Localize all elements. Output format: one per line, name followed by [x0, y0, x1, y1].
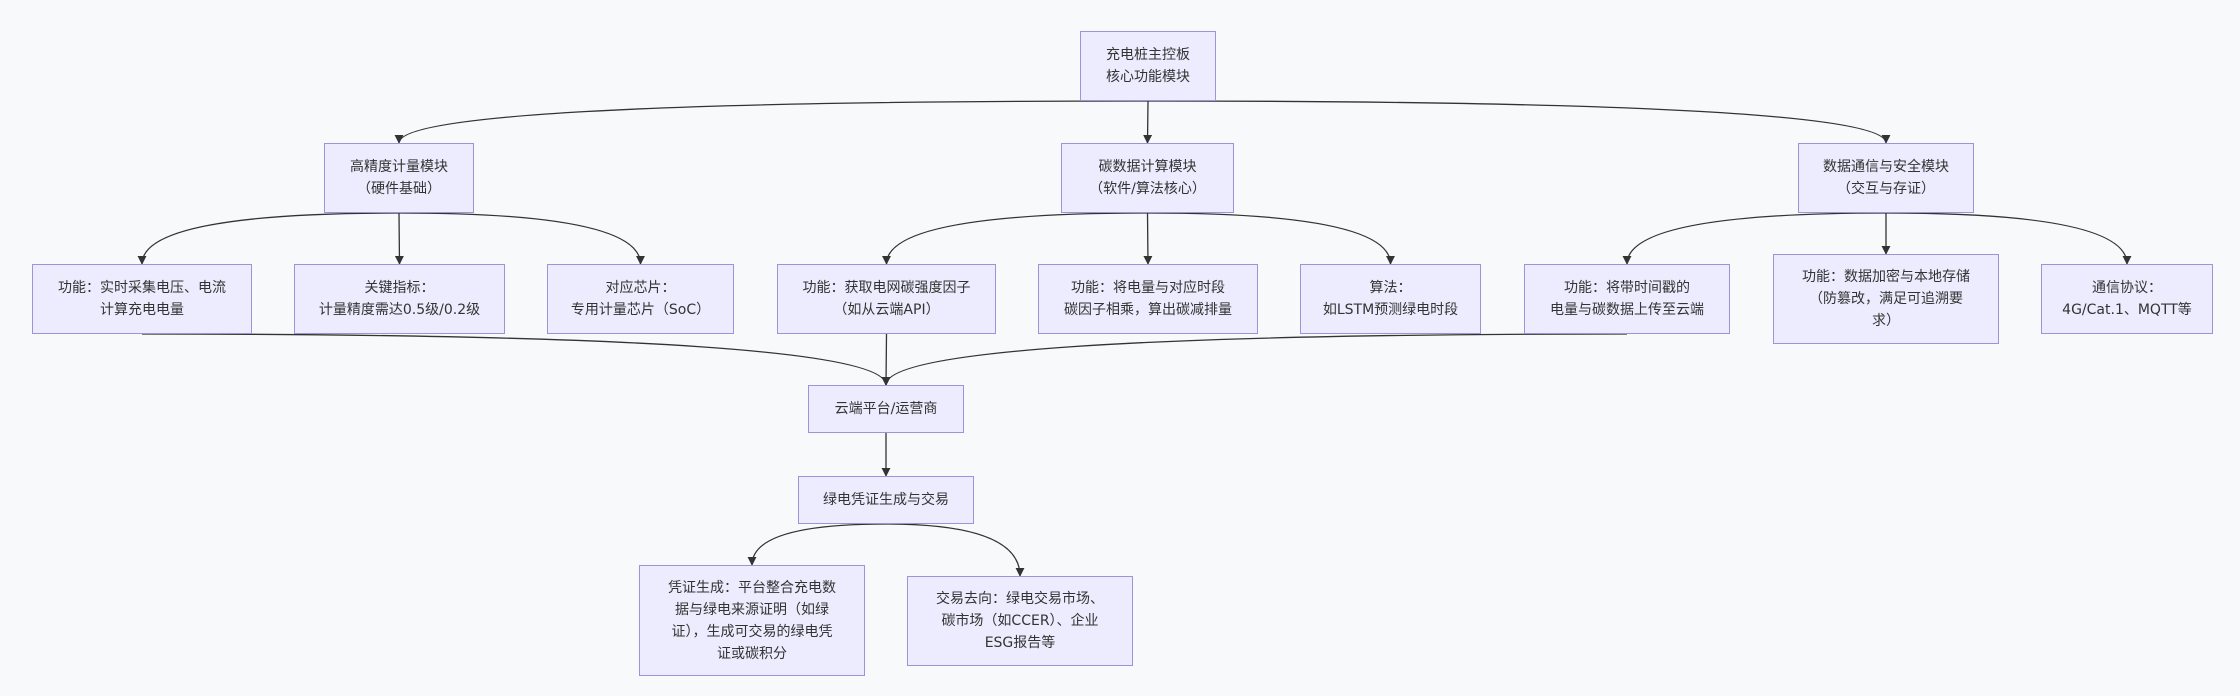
node-carbon: 碳数据计算模块 （软件/算法核心）: [1061, 143, 1234, 213]
node-security-line-1: 数据通信与安全模块: [1823, 159, 1949, 175]
node-cloud-line-1: 云端平台/运营商: [834, 401, 938, 417]
node-m1-line-1: 功能：实时采集电压、电流: [58, 280, 226, 296]
node-m3-line-1: 对应芯片：: [605, 280, 676, 296]
node-cert: 绿电凭证生成与交易: [798, 476, 974, 524]
node-trade-line-3: ESG报告等: [984, 635, 1056, 651]
node-gen-line-2: 据与绿电来源证明（如绿: [675, 601, 829, 618]
node-carbon-line-2: （软件/算法核心）: [1089, 181, 1206, 197]
node-cert-line-1: 绿电凭证生成与交易: [823, 492, 949, 508]
node-c2-line-2: 碳因子相乘，算出碳减排量: [1064, 302, 1232, 318]
node-s1-line-2: 电量与碳数据上传至云端: [1550, 302, 1704, 318]
node-c3-line-2: 如LSTM预测绿电时段: [1322, 302, 1459, 318]
node-gen-line-3: 证），生成可交易的绿电凭: [671, 623, 833, 640]
node-c1-line-1: 功能：获取电网碳强度因子: [802, 280, 971, 296]
edge-metering-to-m3: [398, 212, 646, 265]
node-c3-line-1: 算法：: [1369, 280, 1412, 296]
node-gen: 凭证生成：平台整合充电数 据与绿电来源证明（如绿 证），生成可交易的绿电凭 证或…: [639, 565, 865, 676]
edge-security-to-s3: [1885, 212, 2132, 265]
edge-carbon-to-c1: [881, 212, 1148, 265]
edge-s1-to-cloud: [881, 333, 1628, 386]
edge-cert-to-gen: [747, 523, 887, 566]
node-c2: 功能：将电量与对应时段 碳因子相乘，算出碳减排量: [1038, 264, 1258, 334]
edge-m1-to-cloud: [141, 333, 891, 386]
node-s3-line-2: 4G/Cat.1、MQTT等: [2062, 302, 2192, 318]
node-gen-line-1: 凭证生成：平台整合充电数: [668, 579, 836, 596]
edge-cert-to-trade: [885, 523, 1025, 577]
edge-carbon-to-c2: [1143, 212, 1153, 265]
node-s3: 通信协议： 4G/Cat.1、MQTT等: [2041, 264, 2213, 334]
node-trade-line-1: 交易去向：绿电交易市场、: [936, 591, 1104, 607]
node-metering: 高精度计量模块 （硬件基础）: [324, 143, 474, 213]
node-m3: 对应芯片： 专用计量芯片（SoC）: [547, 264, 734, 334]
node-s2-line-2: （防篡改，满足可追溯要: [1809, 291, 1963, 307]
node-security-line-2: （交互与存证）: [1837, 181, 1935, 197]
node-m2-line-1: 关键指标：: [364, 280, 435, 296]
edge-c1-to-cloud: [881, 333, 891, 386]
node-c2-line-1: 功能：将电量与对应时段: [1071, 280, 1225, 296]
node-m2-line-2: 计量精度需达0.5级/0.2级: [318, 302, 481, 318]
node-gen-line-4: 证或碳积分: [717, 645, 787, 662]
node-carbon-line-1: 碳数据计算模块: [1098, 159, 1197, 175]
node-c3: 算法： 如LSTM预测绿电时段: [1300, 264, 1481, 334]
edge-security-to-s1: [1622, 212, 1887, 265]
node-root-line-1: 充电桩主控板: [1106, 47, 1190, 63]
edge-root-to-security: [1147, 100, 1891, 144]
node-m3-line-2: 专用计量芯片（SoC）: [570, 302, 711, 318]
node-root: 充电桩主控板 核心功能模块: [1080, 31, 1216, 101]
node-trade: 交易去向：绿电交易市场、 碳市场（如CCER）、企业 ESG报告等: [907, 576, 1133, 666]
node-c1-line-2: （如从云端API）: [833, 302, 940, 318]
edge-root-to-metering: [394, 100, 1149, 144]
node-metering-line-2: （硬件基础）: [357, 181, 441, 197]
node-m1: 功能：实时采集电压、电流 计算充电电量: [32, 264, 252, 334]
node-m1-line-2: 计算充电电量: [100, 302, 184, 318]
node-s1: 功能：将带时间戳的 电量与碳数据上传至云端: [1524, 264, 1730, 334]
node-s2-line-3: 求）: [1872, 313, 1900, 329]
node-s3-line-1: 通信协议：: [2092, 280, 2162, 296]
node-s1-line-1: 功能：将带时间戳的: [1564, 280, 1690, 296]
node-metering-line-1: 高精度计量模块: [350, 159, 448, 175]
edge-metering-to-m2: [394, 212, 404, 265]
node-trade-line-2: 碳市场（如CCER）、企业: [941, 613, 1099, 629]
node-cloud: 云端平台/运营商: [808, 385, 964, 433]
node-root-line-2: 核心功能模块: [1106, 69, 1190, 85]
edge-carbon-to-c3: [1147, 212, 1396, 265]
node-m2: 关键指标： 计量精度需达0.5级/0.2级: [294, 264, 505, 334]
node-s2: 功能：数据加密与本地存储 （防篡改，满足可追溯要 求）: [1773, 254, 1999, 344]
node-s2-line-1: 功能：数据加密与本地存储: [1802, 269, 1970, 285]
node-security: 数据通信与安全模块 （交互与存证）: [1798, 143, 1974, 213]
edge-metering-to-m1: [137, 212, 400, 265]
node-c1: 功能：获取电网碳强度因子 （如从云端API）: [777, 264, 996, 334]
edge-root-to-carbon: [1143, 100, 1153, 144]
